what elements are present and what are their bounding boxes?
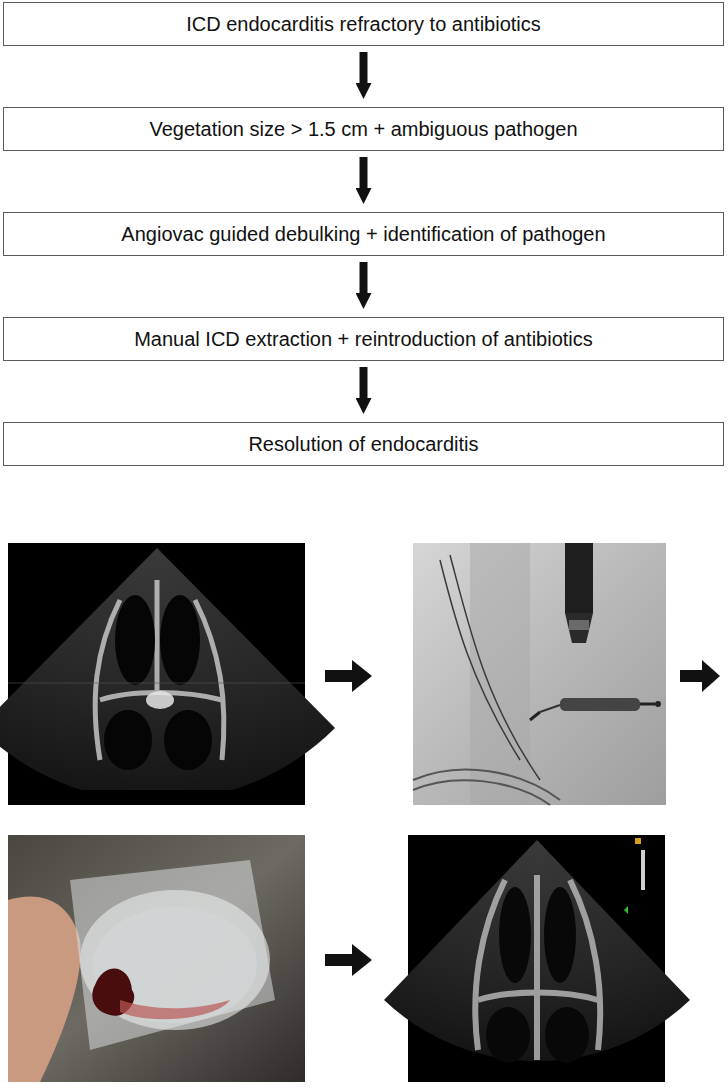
box-text: ICD endocarditis refractory to antibioti… xyxy=(186,12,541,36)
flow-arrow xyxy=(360,262,368,293)
echo-image-after xyxy=(384,835,690,1082)
process-box: Manual ICD extraction + reintroduction o… xyxy=(3,317,724,361)
process-box: Resolution of endocarditis xyxy=(3,422,724,466)
specimen-photo xyxy=(8,835,305,1082)
flow-arrow xyxy=(360,367,368,398)
block-arrow xyxy=(680,660,720,692)
block-arrow xyxy=(325,660,372,692)
box-text: Resolution of endocarditis xyxy=(248,432,478,456)
fluoroscopy-image xyxy=(413,543,666,805)
flow-arrow xyxy=(360,157,368,188)
flow-arrow xyxy=(360,52,368,83)
block-arrow xyxy=(325,944,372,976)
echo-image-before xyxy=(0,543,335,805)
process-box: Vegetation size > 1.5 cm + ambiguous pat… xyxy=(3,107,724,151)
box-text: Manual ICD extraction + reintroduction o… xyxy=(134,327,593,351)
process-box: Angiovac guided debulking + identificati… xyxy=(3,212,724,256)
box-text: Angiovac guided debulking + identificati… xyxy=(121,222,605,246)
process-box: ICD endocarditis refractory to antibioti… xyxy=(3,2,724,46)
box-text: Vegetation size > 1.5 cm + ambiguous pat… xyxy=(149,117,577,141)
